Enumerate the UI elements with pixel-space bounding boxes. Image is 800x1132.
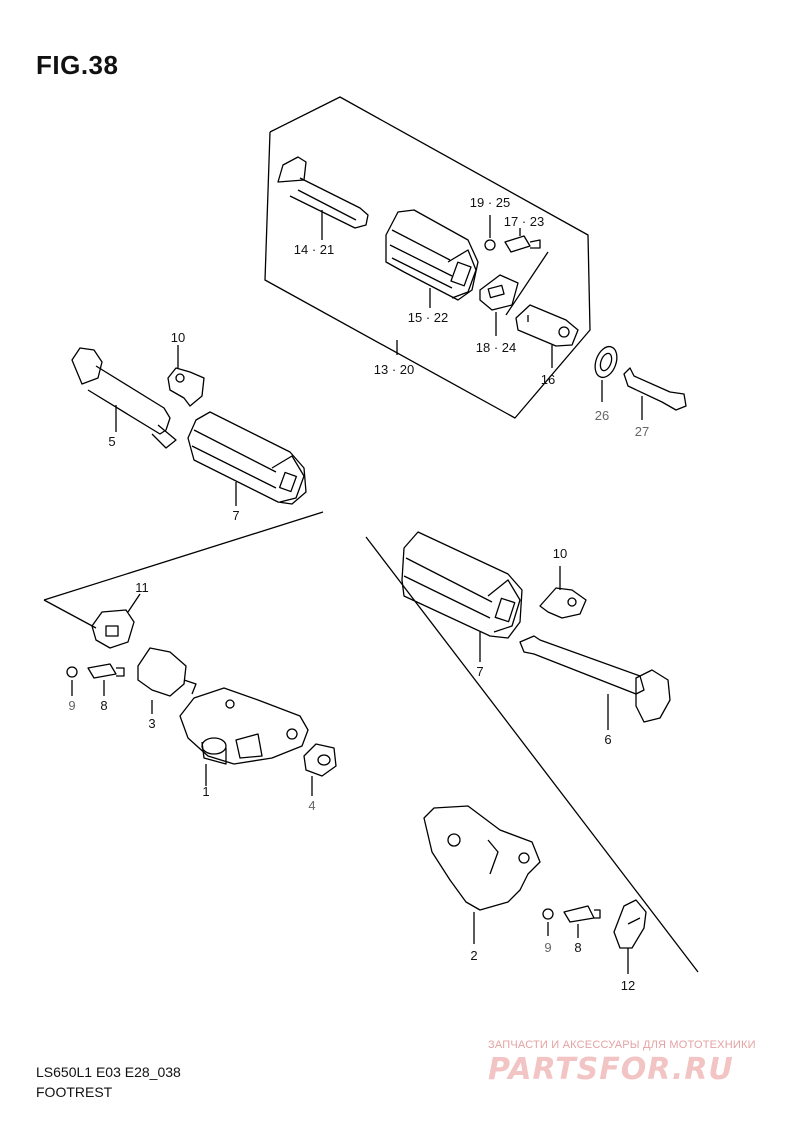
part-19-25-nut	[484, 239, 496, 251]
label-2: 2	[470, 948, 478, 963]
part-8-pin-left	[87, 663, 125, 696]
label-6: 6	[604, 732, 612, 747]
label-1: 1	[202, 784, 210, 799]
label-17-23: 17 · 23	[503, 214, 545, 229]
label-8-right: 8	[574, 940, 582, 955]
label-19-25: 19 · 25	[469, 195, 511, 210]
label-7-lower: 7	[476, 664, 484, 679]
label-8-left: 8	[100, 698, 108, 713]
figure-code: LS650L1 E03 E28_038	[36, 1064, 181, 1080]
label-5: 5	[108, 434, 116, 449]
label-18-24: 18 · 24	[475, 340, 517, 355]
part-17-23-pin	[504, 228, 541, 253]
part-5-footpeg	[71, 347, 177, 449]
watermark-tagline: ЗАПЧАСТИ И АКСЕССУАРЫ ДЛЯ МОТОТЕХНИКИ	[488, 1039, 756, 1051]
figure-name: FOOTREST	[36, 1084, 113, 1100]
part-11-pad	[43, 593, 141, 649]
part-10-clamp-lower	[539, 566, 587, 619]
part-3-block	[137, 647, 197, 714]
part-6-footpeg	[519, 635, 671, 730]
label-26: 26	[594, 408, 610, 423]
label-12: 12	[620, 978, 636, 993]
label-11: 11	[135, 580, 149, 595]
group-box-outline	[264, 96, 591, 419]
figure-title: FIG.38	[36, 50, 119, 80]
label-27: 27	[634, 424, 650, 439]
part-27-bolt	[623, 367, 687, 420]
part-26-washer	[594, 345, 618, 402]
part-4-nut	[303, 743, 337, 796]
label-10-upper: 10	[170, 330, 186, 345]
part-1-main-bracket	[179, 687, 309, 786]
label-3: 3	[148, 716, 156, 731]
part-7-footpeg-rubber-upper	[187, 411, 307, 506]
part-8-pin-right	[563, 905, 601, 938]
label-4: 4	[308, 798, 316, 813]
part-15-22-footpeg-rubber	[385, 209, 479, 308]
part-12-pad	[613, 899, 647, 974]
label-7-upper: 7	[232, 508, 240, 523]
part-10-clamp-upper	[167, 345, 205, 407]
label-14-21: 14 · 21	[293, 242, 335, 257]
label-9-right: 9	[544, 940, 552, 955]
part-9-nut-right	[542, 908, 554, 920]
watermark-logo: PARTSFOR.RU	[488, 1052, 734, 1087]
label-10-lower: 10	[552, 546, 568, 561]
label-9-left: 9	[68, 698, 76, 713]
label-16: 16	[540, 372, 556, 387]
label-15-22: 15 · 22	[407, 310, 449, 325]
part-2-bracket	[423, 805, 541, 944]
part-14-21-footpeg-shaft	[277, 156, 369, 240]
part-7-footpeg-rubber-lower	[401, 531, 523, 662]
label-13-20: 13 · 20	[373, 362, 415, 377]
part-9-nut-left	[66, 666, 78, 678]
part-16-bracket	[515, 304, 579, 368]
